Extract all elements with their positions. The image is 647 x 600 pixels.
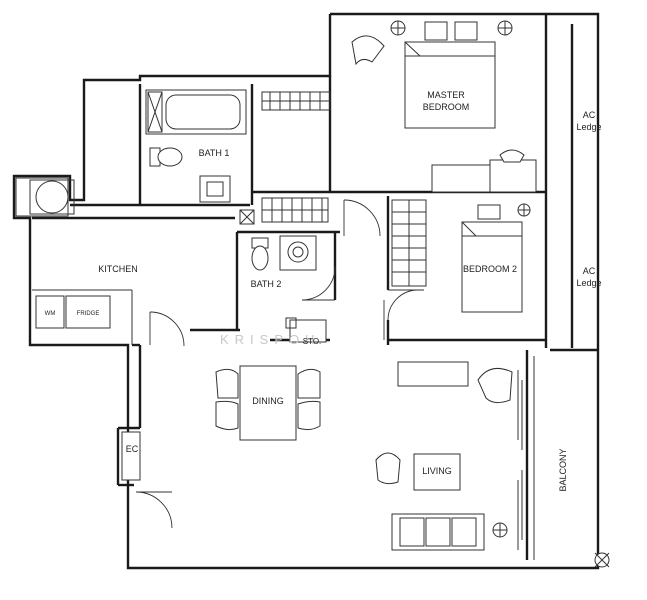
label-bath1: BATH 1 (199, 148, 230, 158)
outer-walls (12, 12, 600, 570)
armchair-icon (477, 367, 513, 404)
label-living: LIVING (422, 466, 452, 476)
wardrobe (261, 197, 329, 223)
bedroom2-furniture (461, 203, 531, 313)
master-bedroom-furniture (351, 20, 537, 193)
tv-console (397, 361, 469, 387)
label-master-bedroom-2: BEDROOM (423, 102, 470, 112)
label-ac-ledge-top-2: Ledge (576, 122, 601, 132)
ac-unit-icon (15, 177, 75, 217)
door-swings (135, 199, 424, 529)
label-ac-ledge-bottom-2: Ledge (576, 278, 601, 288)
sofa-icon (391, 513, 485, 551)
sink-icon (279, 235, 317, 271)
store-room (289, 319, 327, 343)
sliding-door (517, 370, 523, 550)
lamp-icon (517, 203, 531, 217)
lamp-icon (492, 522, 508, 538)
label-ac-ledge-bottom-1: AC (583, 266, 596, 276)
washing-machine (35, 295, 65, 329)
label-dining: DINING (252, 396, 284, 406)
label-sto: STO. (303, 337, 322, 346)
label-bath2: BATH 2 (251, 279, 282, 289)
coffee-table (413, 453, 461, 491)
label-bedroom2: BEDROOM 2 (463, 264, 517, 274)
dining-table (215, 365, 321, 441)
wardrobe (261, 91, 331, 111)
lamp-icon (497, 20, 513, 36)
toilet-icon (251, 237, 269, 271)
armchair-icon (351, 35, 385, 66)
wardrobe (391, 199, 427, 287)
label-kitchen: KITCHEN (98, 264, 138, 274)
armchair-icon (375, 452, 401, 485)
sink-icon (199, 175, 231, 203)
shower-drain-icon (239, 209, 255, 225)
label-master-bedroom-1: MASTER (427, 90, 465, 100)
room-labels: MASTER BEDROOM BATH 1 AC Ledge KITCHEN W… (45, 90, 602, 492)
label-wm: WM (45, 311, 56, 317)
label-fridge: FRIDGE (77, 311, 100, 317)
ec-cabinet (121, 431, 141, 481)
label-ec: EC (126, 444, 139, 454)
fridge (65, 295, 111, 329)
bathtub-icon (145, 89, 247, 135)
toilet-icon (149, 147, 183, 167)
label-ac-ledge-top-1: AC (583, 110, 596, 120)
lamp-icon (390, 20, 406, 36)
label-balcony: BALCONY (558, 448, 568, 491)
lamp-icon (594, 552, 610, 568)
watermark: KRISPOH (220, 332, 321, 347)
